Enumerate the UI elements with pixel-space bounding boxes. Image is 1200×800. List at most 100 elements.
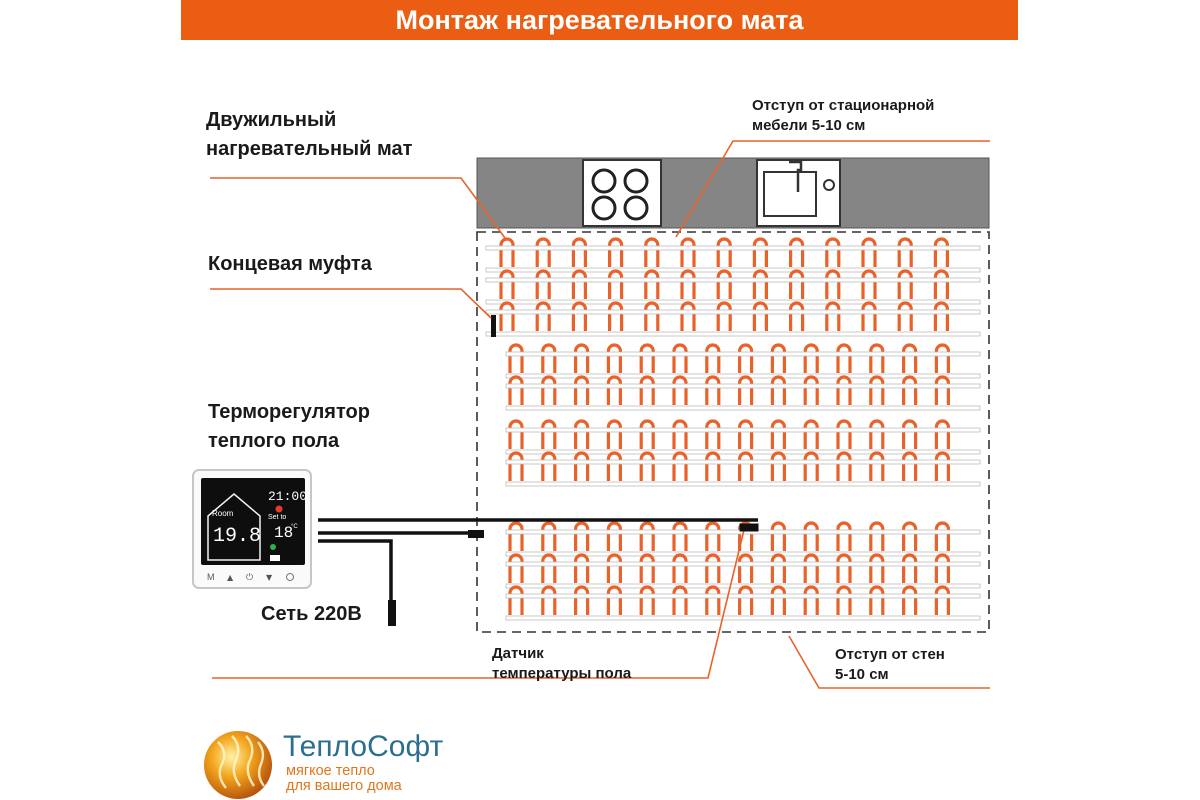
- heating-cable-loop: [770, 419, 786, 449]
- label-furniture-offset-line1: Отступ от стационарной: [752, 97, 935, 114]
- label-heating-mat-line2: нагревательный мат: [206, 138, 413, 160]
- room-label: Room: [212, 509, 234, 518]
- heating-cable-loop: [508, 585, 524, 615]
- heating-cable-loop: [861, 269, 877, 299]
- heating-cable-loop: [770, 343, 786, 373]
- brand-logo-icon: [204, 731, 272, 799]
- label-floor-sensor-line1: Датчик: [492, 645, 544, 662]
- heating-cable-loop: [574, 521, 590, 551]
- label-floor-sensor: Датчик температуры пола: [492, 644, 631, 684]
- heating-cable-loop: [672, 521, 688, 551]
- heating-cable-loop: [933, 237, 949, 267]
- mesh-strip: [485, 245, 981, 251]
- label-heating-mat-line1: Двужильный: [206, 109, 337, 131]
- heating-cable-loop: [803, 585, 819, 615]
- heating-cable-loop: [508, 419, 524, 449]
- label-wall-offset: Отступ от стен 5-10 см: [835, 645, 945, 685]
- heating-cable-loop: [499, 301, 515, 331]
- heating-cable-loop: [541, 521, 557, 551]
- heating-cable-loop: [508, 451, 524, 481]
- heating-cable-loop: [836, 419, 852, 449]
- heating-cable-loop: [897, 301, 913, 331]
- down-button[interactable]: ▼: [266, 573, 273, 582]
- heating-cable-loop: [606, 343, 622, 373]
- heating-cable-loop: [606, 419, 622, 449]
- heating-cable-loop: [803, 375, 819, 405]
- heating-cable-loop: [541, 553, 557, 583]
- heating-cable-loop: [639, 553, 655, 583]
- heating-cable-loop: [608, 237, 624, 267]
- brand-slogan-line2: для вашего дома: [286, 778, 402, 794]
- heating-cable-loop: [571, 301, 587, 331]
- heating-cable-loop: [541, 451, 557, 481]
- heating-cable-loop: [861, 237, 877, 267]
- label-heating-mat: Двужильный нагревательный мат: [206, 106, 412, 164]
- page-title: Монтаж нагревательного мата: [181, 0, 1018, 40]
- thermostat-device: Room 19.8 21:00 Set to 18 °C M ▲ ⏻ ▼: [192, 469, 312, 589]
- heating-cable-loop: [902, 419, 918, 449]
- temperature-unit: °C: [291, 524, 298, 530]
- heating-cable-loop: [752, 269, 768, 299]
- label-furniture-offset-line2: мебели 5-10 см: [752, 117, 866, 134]
- heating-cable-loop: [861, 301, 877, 331]
- heating-cable-loop: [639, 375, 655, 405]
- heating-cable-loop: [716, 237, 732, 267]
- mode-button[interactable]: M: [207, 572, 215, 582]
- heating-cable-loop: [933, 269, 949, 299]
- heating-cable-loop: [606, 521, 622, 551]
- heating-cable-loop: [836, 553, 852, 583]
- brand-slogan-line1: мягкое тепло: [286, 763, 375, 779]
- heating-mat: [485, 237, 981, 621]
- heating-cable-loop: [902, 585, 918, 615]
- label-end-sleeve: Концевая муфта: [208, 253, 372, 275]
- heating-cable-loop: [606, 375, 622, 405]
- mesh-strip: [505, 459, 981, 465]
- end-sleeve-marker: [491, 315, 496, 337]
- heating-cable-loop: [825, 301, 841, 331]
- eco-button-icon[interactable]: [286, 573, 294, 581]
- heating-cable-loop: [934, 419, 950, 449]
- heating-cable-loop: [535, 237, 551, 267]
- up-button[interactable]: ▲: [227, 573, 234, 582]
- heating-cable-loop: [789, 301, 805, 331]
- heating-cable-loop: [825, 237, 841, 267]
- power-button[interactable]: ⏻: [246, 572, 253, 583]
- heating-cable-loop: [770, 553, 786, 583]
- heating-cable-loop: [541, 585, 557, 615]
- label-power-supply: Сеть 220В: [261, 603, 362, 625]
- brand-slogan: мягкое тепло для вашего дома: [286, 764, 402, 794]
- heating-cable-loop: [789, 237, 805, 267]
- cooktop-icon: [591, 168, 649, 221]
- heating-cable-loop: [541, 419, 557, 449]
- lock-icon: [270, 555, 280, 561]
- mesh-strip: [485, 267, 981, 273]
- heating-cable-loop: [934, 451, 950, 481]
- label-thermostat-line1: Терморегулятор: [208, 401, 370, 423]
- heating-cable-loop: [705, 419, 721, 449]
- heating-cable-loop: [770, 521, 786, 551]
- heating-cable-loop: [508, 521, 524, 551]
- heating-cable-loop: [574, 343, 590, 373]
- heating-cable-loop: [535, 301, 551, 331]
- heating-cable-loop: [680, 237, 696, 267]
- heating-cable-loop: [672, 585, 688, 615]
- heating-cable-loop: [803, 451, 819, 481]
- heating-cable-loop: [934, 585, 950, 615]
- heating-cable-loop: [869, 375, 885, 405]
- mesh-strip: [485, 277, 981, 283]
- heating-cable-loop: [606, 451, 622, 481]
- mesh-strip: [485, 299, 981, 305]
- mesh-strip: [485, 309, 981, 315]
- heating-cable-loop: [902, 375, 918, 405]
- label-floor-sensor-line2: температуры пола: [492, 665, 632, 682]
- heating-cable-loop: [869, 343, 885, 373]
- heating-cable-loop: [499, 269, 515, 299]
- label-wall-offset-line2: 5-10 см: [835, 666, 889, 683]
- heating-cable-loop: [639, 419, 655, 449]
- heating-cable-loop: [571, 269, 587, 299]
- heating-cable-loop: [541, 343, 557, 373]
- heating-cable-loop: [836, 343, 852, 373]
- heating-cable-loop: [803, 521, 819, 551]
- heating-cable-loop: [535, 269, 551, 299]
- heating-cable-loop: [934, 553, 950, 583]
